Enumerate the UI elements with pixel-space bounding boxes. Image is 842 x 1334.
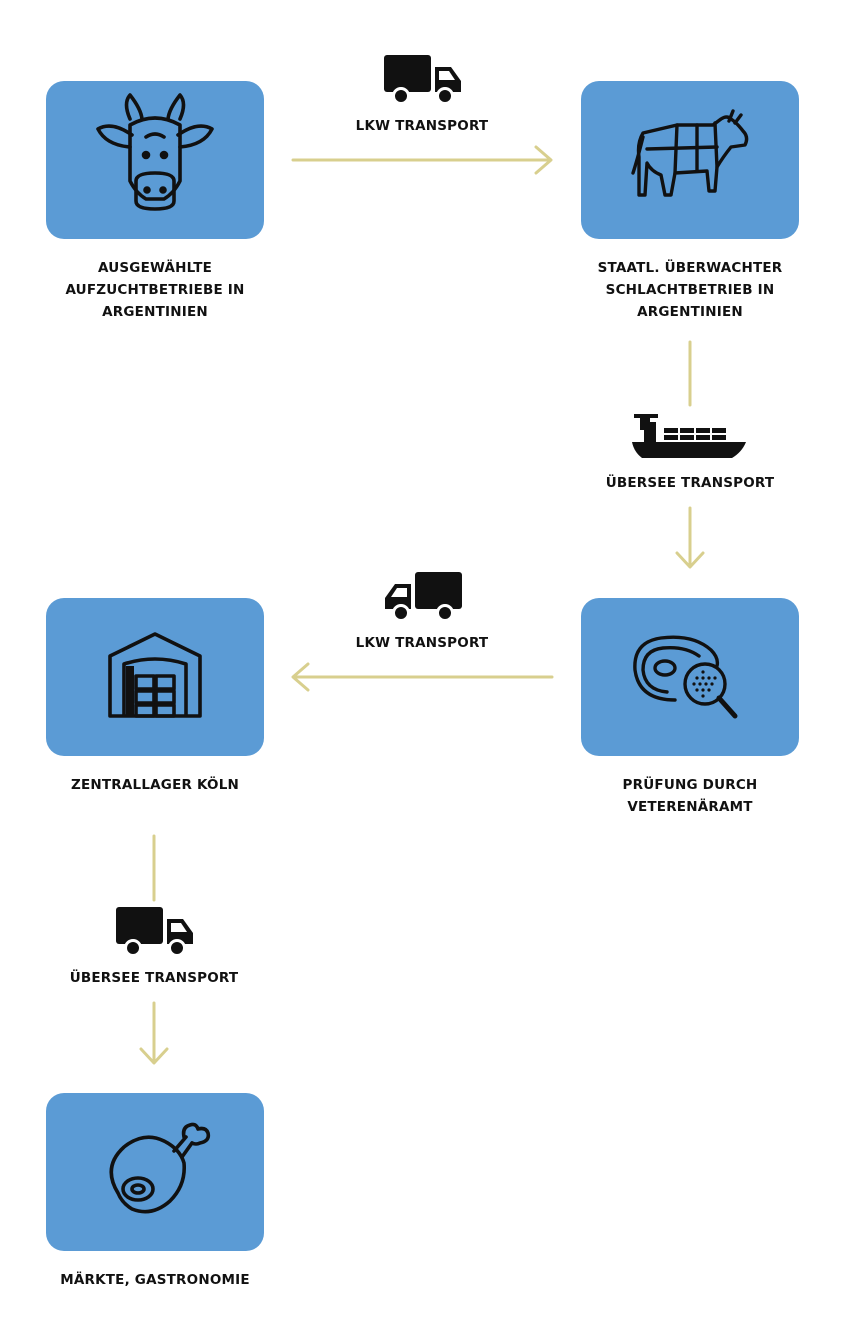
transport-3-label: LKW TRANSPORT [355,635,489,651]
truck-icon [385,572,462,622]
cow-head-icon [96,93,214,211]
node-farm-label: AUSGEWÄHLTE AUFZUCHTBETRIEBE IN ARGENTIN… [65,260,245,320]
node-warehouse-label: ZENTRALLAGER KÖLN [70,777,240,793]
transport-4-label: ÜBERSEE TRANSPORT [69,970,239,986]
node-slaughterhouse [581,81,799,239]
arrow-farm-to-slaughterhouse [291,145,553,175]
arrow-warehouse-to-markets [139,834,169,1065]
node-farm [46,81,264,239]
node-markets [46,1093,264,1251]
node-warehouse [46,598,264,756]
meat-inspection-icon [633,635,738,719]
transport-1-label: LKW TRANSPORT [355,118,489,134]
truck-icon [116,907,193,957]
node-inspection-label: PRÜFUNG DURCH VETERENÄRAMT [622,777,758,815]
node-inspection [581,598,799,756]
ship-icon [632,414,746,458]
arrow-slaughterhouse-to-inspection [675,340,705,569]
ham-icon [109,1122,211,1214]
node-slaughterhouse-label: STAATL. ÜBERWACHTER SCHLACHTBETRIEB IN A… [597,260,783,320]
transport-2-label: ÜBERSEE TRANSPORT [605,475,775,491]
beef-cuts-icon [631,109,749,197]
truck-icon [384,55,461,105]
warehouse-icon [108,632,202,718]
node-markets-label: MÄRKTE, GASTRONOMIE [60,1272,250,1288]
arrow-inspection-to-warehouse [291,662,554,692]
